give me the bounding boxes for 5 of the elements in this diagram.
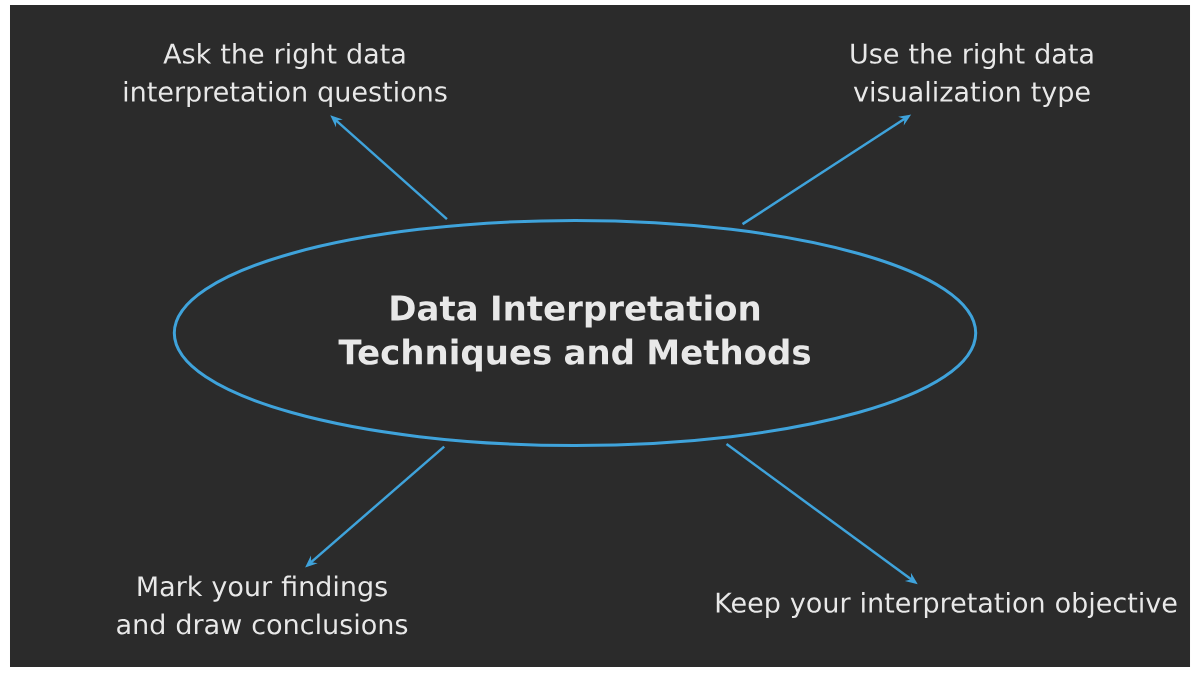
chalk-text: Ask the right data interpretation questions	[124, 42, 447, 108]
chalk-text: Keep your interpretation objective	[716, 591, 1177, 619]
chalk-text: Use the right data visualization type	[851, 42, 1093, 108]
chalk-text: Mark your findings and draw conclusions	[117, 575, 408, 635]
ellipse-node: Data Interpretation Techniques and Methods	[172, 219, 978, 447]
